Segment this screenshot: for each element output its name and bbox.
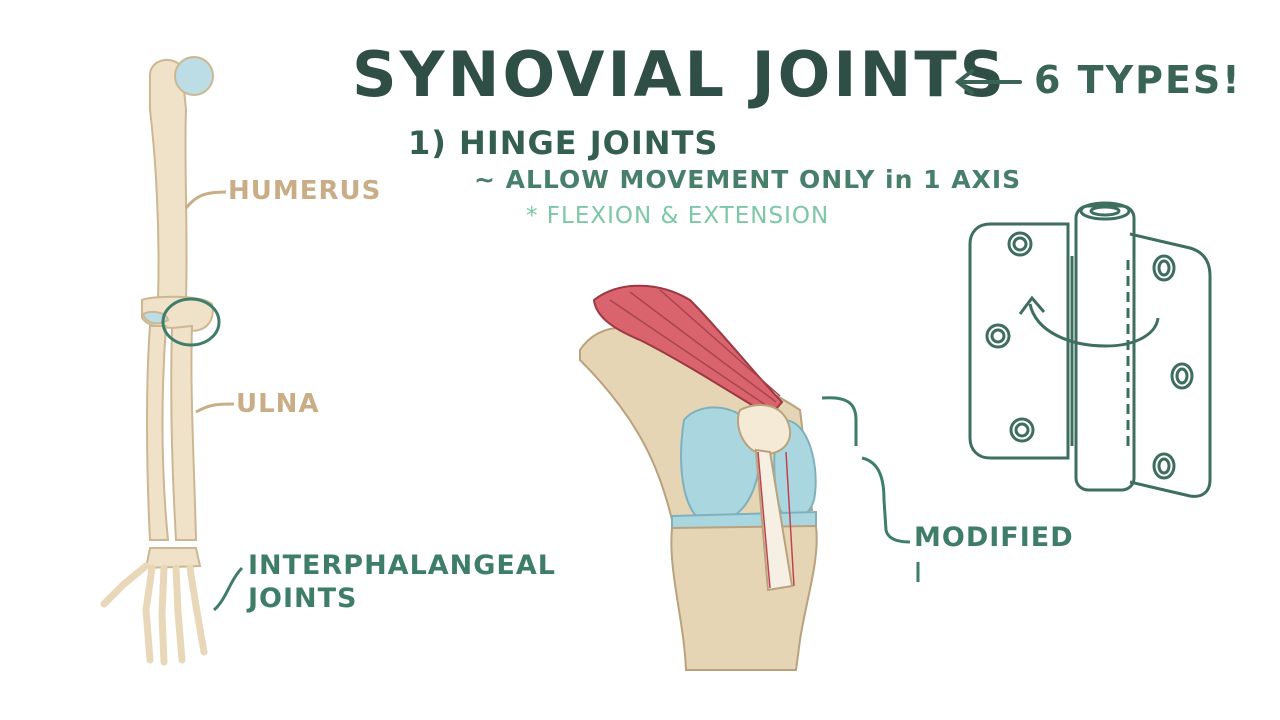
humerus-bone bbox=[141, 56, 214, 332]
hinge-left-leaf bbox=[968, 222, 1070, 460]
humerus-pointer bbox=[184, 190, 227, 209]
types-count-note: 6 TYPES! bbox=[1034, 58, 1242, 102]
interphalangeal-label-line2: JOINTS bbox=[248, 583, 358, 614]
section-heading: 1) HINGE JOINTS bbox=[408, 124, 719, 162]
elbow-highlight-circle bbox=[161, 297, 221, 347]
humerus-label: HUMERUS bbox=[228, 176, 382, 206]
rotation-arrow-icon bbox=[1028, 303, 1160, 348]
quadriceps-muscle bbox=[592, 284, 784, 418]
hinge-right-leaf bbox=[1129, 232, 1212, 498]
modified-label: MODIFIED bbox=[914, 522, 1074, 553]
sub-bullet-point: * FLEXION & EXTENSION bbox=[526, 203, 830, 229]
hand-bones bbox=[100, 547, 208, 666]
patella-tendon bbox=[737, 403, 795, 592]
ulna-label: ULNA bbox=[236, 389, 320, 419]
ulna-pointer bbox=[195, 402, 235, 414]
interphalangeal-pointer bbox=[212, 566, 244, 612]
interphalangeal-label: INTERPHALANGEAL JOINTS bbox=[248, 549, 556, 615]
page-title: SYNOVIAL JOINTS bbox=[352, 38, 1008, 111]
ulna-radius-bones bbox=[146, 324, 198, 541]
bullet-point: ~ ALLOW MOVEMENT ONLY in 1 AXIS bbox=[474, 165, 1022, 194]
interphalangeal-label-line1: INTERPHALANGEAL bbox=[248, 550, 556, 581]
hinge-barrel bbox=[1074, 204, 1136, 492]
